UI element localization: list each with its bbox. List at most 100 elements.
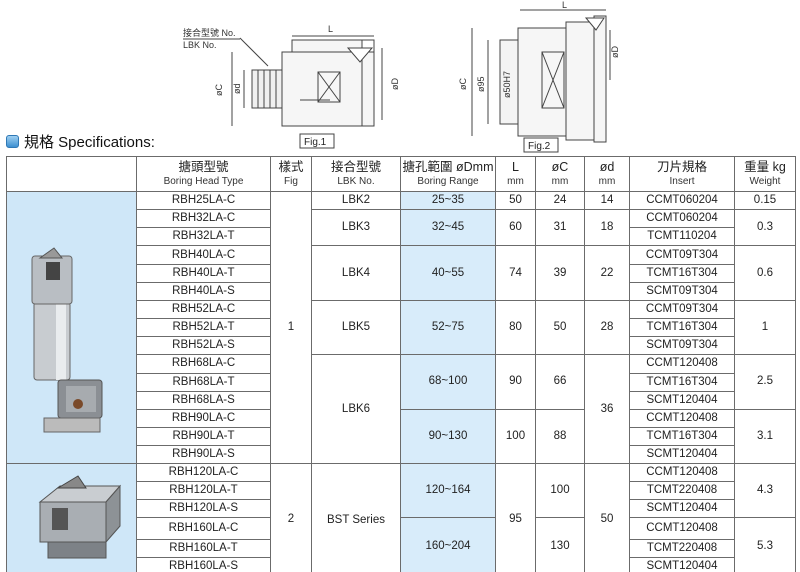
cell-insert: SCMT120404 xyxy=(629,499,735,518)
cell-type: RBH90LA-S xyxy=(136,445,271,464)
table-row: RBH32LA-C LBK3 32~45 60 31 18 CCMT060204… xyxy=(7,208,796,247)
cell-range: 25~35 xyxy=(400,191,496,210)
cell-L: 90 xyxy=(495,354,536,410)
fig2-dim-C: øC xyxy=(458,78,468,90)
cell-type: RBH68LA-S xyxy=(136,390,271,410)
cell-lbk: LBK6 xyxy=(311,354,401,464)
cell-C: 130 xyxy=(535,517,585,572)
cell-range: 40~55 xyxy=(400,245,496,301)
cell-type: RBH32LA-C xyxy=(136,208,271,229)
cell-insert: CCMT120408 xyxy=(629,408,735,429)
fig1-label: Fig.1 xyxy=(304,137,327,148)
fig2-label: Fig.2 xyxy=(528,141,551,152)
table-row: RBH90LA-C 90~130 100 88 CCMT120408 3.1 xyxy=(7,408,796,465)
cell-insert: TCMT16T304 xyxy=(629,372,735,392)
cell-type: RBH90LA-C xyxy=(136,408,271,429)
cell-type: RBH52LA-C xyxy=(136,299,271,320)
cell-weight: 0.6 xyxy=(734,245,796,301)
table-row: RBH90LA-S SCMT120404 xyxy=(7,445,796,464)
cell-weight: 3.1 xyxy=(734,408,796,465)
section-title: 規格 Specifications: xyxy=(24,133,155,151)
table-row: RBH160LA-C 160~204 130 CCMT120408 5.3 xyxy=(7,517,796,572)
cell-insert: CCMT120408 xyxy=(629,354,735,374)
cell-L: 60 xyxy=(495,208,536,247)
cell-type: RBH52LA-T xyxy=(136,318,271,338)
table-row: RBH120LA-S SCMT120404 xyxy=(7,499,796,518)
cell-C: 100 xyxy=(535,463,585,518)
cell-type: RBH120LA-T xyxy=(136,481,271,500)
fig1-dim-C: øC xyxy=(214,84,224,96)
cell-range: 32~45 xyxy=(400,208,496,247)
bullet-icon xyxy=(6,134,19,148)
cell-insert: TCMT220408 xyxy=(629,539,735,558)
cell-type: RBH68LA-C xyxy=(136,354,271,374)
table-row: RBH68LA-S SCMT120404 xyxy=(7,390,796,410)
cell-insert: SCMT120404 xyxy=(629,390,735,410)
section-heading: 規格 Specifications: xyxy=(6,131,155,151)
cell-type: RBH160LA-T xyxy=(136,539,271,558)
cell-weight: 0.3 xyxy=(734,208,796,247)
cell-C: 31 xyxy=(535,208,585,247)
cell-L: 50 xyxy=(495,191,536,210)
cell-type: RBH25LA-C xyxy=(136,191,271,210)
table-row: RBH52LA-C LBK5 52~75 80 50 28 CCMT09T304… xyxy=(7,299,796,356)
cell-type: RBH52LA-S xyxy=(136,336,271,356)
cell-type: RBH40LA-S xyxy=(136,281,271,301)
cell-L: 100 xyxy=(495,408,536,465)
cell-weight: 0.15 xyxy=(734,191,796,210)
header-image xyxy=(6,156,137,192)
table-row: RBH160LA-S SCMT120404 xyxy=(7,557,796,572)
cell-d: 36 xyxy=(584,354,630,464)
cell-insert: SCMT09T304 xyxy=(629,281,735,301)
cell-C: 88 xyxy=(535,408,585,465)
cell-lbk: LBK3 xyxy=(311,208,401,247)
cell-insert: SCMT09T304 xyxy=(629,336,735,356)
cell-L: 80 xyxy=(495,299,536,356)
cell-d: 22 xyxy=(584,245,630,301)
boring-head-la-icon xyxy=(31,247,102,433)
fig1-drawing: 接合型號 No. LBK No. L øC ød øD Fig.1 xyxy=(183,24,400,149)
cell-insert: TCMT16T304 xyxy=(629,427,735,446)
cell-insert: CCMT09T304 xyxy=(629,299,735,320)
cell-fig: 1 xyxy=(270,191,312,464)
callout-zh: 接合型號 No. xyxy=(183,27,236,38)
table-row: RBH40LA-C LBK4 40~55 74 39 22 CCMT09T304… xyxy=(7,245,796,301)
table-row: RBH40LA-T TCMT16T304 xyxy=(7,263,796,283)
boring-head-image-1 xyxy=(6,191,137,464)
table-row: RBH68LA-C LBK6 68~100 90 66 36 CCMT12040… xyxy=(7,354,796,464)
table-row: RBH52LA-S SCMT09T304 xyxy=(7,336,796,356)
cell-lbk: LBK5 xyxy=(311,299,401,356)
table-row: RBH120LA-T TCMT220408 xyxy=(7,481,796,500)
cell-type: RBH90LA-T xyxy=(136,427,271,446)
cell-insert: SCMT120404 xyxy=(629,445,735,464)
cell-insert: CCMT09T304 xyxy=(629,245,735,265)
boring-head-bst-icon xyxy=(38,475,121,559)
cell-d: 28 xyxy=(584,299,630,356)
fig2-dim-95: ø95 xyxy=(476,76,486,92)
cell-d: 18 xyxy=(584,208,630,247)
cell-C: 50 xyxy=(535,299,585,356)
cell-L: 95 xyxy=(495,463,536,572)
cell-type: RBH120LA-S xyxy=(136,499,271,518)
callout-en: LBK No. xyxy=(183,40,217,50)
cell-range: 160~204 xyxy=(400,517,496,572)
fig2-dim-50: ø50H7 xyxy=(502,71,512,98)
technical-drawings: 接合型號 No. LBK No. L øC ød øD Fig.1 xyxy=(183,0,620,153)
cell-C: 39 xyxy=(535,245,585,301)
cell-insert: CCMT060204 xyxy=(629,191,735,210)
cell-insert: CCMT060204 xyxy=(629,208,735,229)
table-row: RBH90LA-T TCMT16T304 xyxy=(7,427,796,446)
cell-weight: 5.3 xyxy=(734,517,796,572)
cell-insert: SCMT120404 xyxy=(629,557,735,572)
cell-weight: 2.5 xyxy=(734,354,796,410)
cell-weight: 4.3 xyxy=(734,463,796,518)
fig2-dim-L: L xyxy=(562,0,567,10)
cell-L: 74 xyxy=(495,245,536,301)
